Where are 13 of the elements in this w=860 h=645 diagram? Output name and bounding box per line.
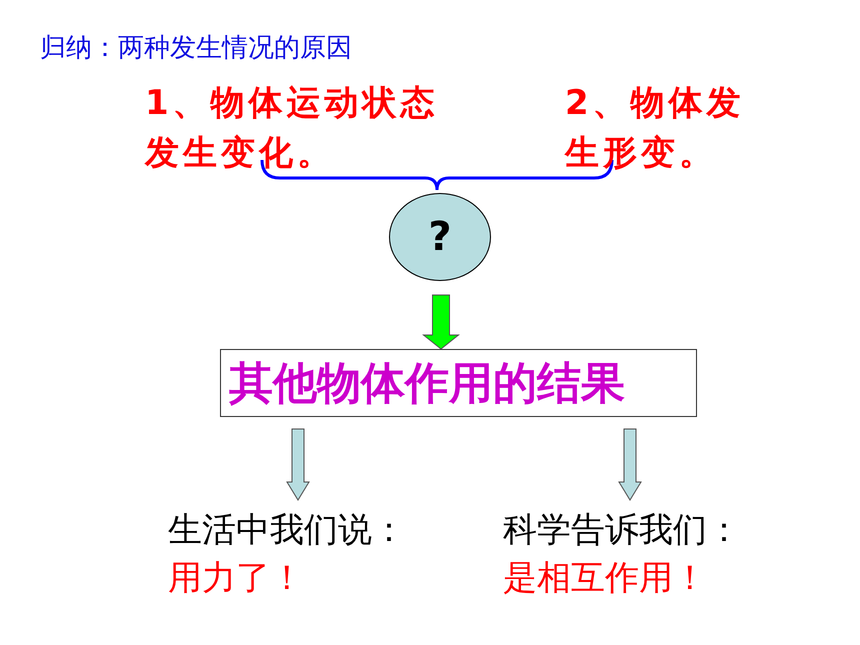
conclusion-text: 是相互作用！ (503, 557, 708, 600)
result-box (220, 349, 697, 417)
block-arrow (618, 428, 642, 501)
block-arrow (286, 428, 310, 501)
statement-text: 科学告诉我们： (503, 509, 742, 552)
conclusion-text: 用力了！ (168, 557, 305, 600)
cause-text: 2、物体发生形变。 (565, 78, 755, 178)
cause-text: 1、物体运动状态发生变化。 (145, 78, 450, 178)
title: 归纳：两种发生情况的原因 (40, 32, 352, 65)
question-mark: ? (428, 214, 452, 260)
block-arrow (422, 294, 460, 350)
result-text: 其他物体作用的结果 (229, 356, 625, 410)
statement-text: 生活中我们说： (168, 509, 407, 552)
